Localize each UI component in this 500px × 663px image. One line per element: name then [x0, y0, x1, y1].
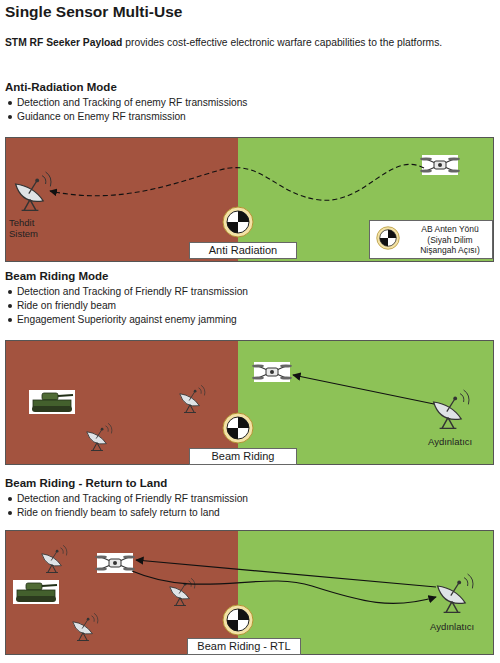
- illuminator-dish: [438, 574, 473, 612]
- scene-panel: Anti Radiation AB Anten Yönü (Siyah Dilim…: [5, 137, 494, 262]
- scene-panel: Beam Riding: [5, 340, 494, 465]
- mode-label: Anti Radiation: [190, 243, 296, 258]
- subtitle-text: provides cost-effective electronic warfa…: [125, 37, 442, 48]
- scene-panel: Beam Riding - RTL: [5, 530, 494, 655]
- aim-symbol: [223, 207, 253, 237]
- mode-label-box: Anti Radiation: [189, 242, 297, 259]
- drone-icon: [420, 155, 460, 175]
- mode-section: Anti-Radiation ModeDetection and Trackin…: [0, 78, 500, 262]
- tank-icon: [29, 390, 75, 414]
- bullet-item: Detection and Tracking of Friendly RF tr…: [5, 285, 500, 299]
- legend-text: AB Anten Yönü (Siyah Dilim Nişangah Açıs…: [412, 224, 488, 256]
- drone-icon: [252, 362, 292, 382]
- mode-label-box: Beam Riding: [189, 448, 297, 465]
- threat-dish: [16, 172, 51, 210]
- product-name: STM RF Seeker Payload: [5, 37, 122, 48]
- beam-line: [293, 375, 434, 404]
- legend-box: AB Anten Yönü (Siyah Dilim Nişangah Açıs…: [369, 220, 493, 259]
- jammer-dish: [42, 545, 67, 572]
- jammer-dish: [180, 385, 205, 412]
- mode-section: Beam Riding - Return to LandDetection an…: [0, 474, 500, 655]
- guidance-path: [50, 164, 424, 200]
- return-path: [132, 571, 436, 603]
- site-label: Tehdit Sistem: [9, 217, 49, 239]
- bullet-item: Detection and Tracking of enemy RF trans…: [5, 96, 500, 110]
- jammer-dish: [73, 613, 98, 640]
- tank-icon: [13, 580, 59, 604]
- bullet-item: Engagement Superiority against enemy jam…: [5, 313, 500, 327]
- bullet-item: Ride on friendly beam: [5, 299, 500, 313]
- mode-label: Beam Riding - RTL: [188, 639, 300, 654]
- mode-section: Beam Riding ModeDetection and Tracking o…: [0, 267, 500, 465]
- aim-symbol: [223, 413, 253, 443]
- bullet-item: Guidance on Enemy RF transmission: [5, 110, 500, 124]
- jammer-dish: [87, 423, 112, 450]
- drone-icon: [95, 553, 135, 573]
- site-label: Aydınlatıcı: [430, 621, 492, 632]
- site-label: Aydınlatıcı: [428, 436, 490, 447]
- subtitle-line: STM RF Seeker Payloadprovides cost-effec…: [5, 36, 497, 49]
- jammer-dish: [170, 578, 195, 605]
- section-heading: Beam Riding - Return to Land: [5, 474, 500, 492]
- section-heading: Beam Riding Mode: [5, 267, 500, 285]
- aim-symbol: [223, 605, 253, 635]
- bullet-item: Detection and Tracking of Friendly RF tr…: [5, 492, 500, 506]
- aim-symbol-legend: [377, 227, 400, 250]
- beam-line: [136, 560, 436, 587]
- mode-label: Beam Riding: [190, 449, 296, 464]
- bullet-item: Ride on friendly beam to safely return t…: [5, 506, 500, 520]
- mode-label-box: Beam Riding - RTL: [187, 638, 301, 655]
- section-heading: Anti-Radiation Mode: [5, 78, 500, 96]
- page-title: Single Sensor Multi-Use: [5, 3, 182, 21]
- illuminator-dish: [434, 390, 469, 428]
